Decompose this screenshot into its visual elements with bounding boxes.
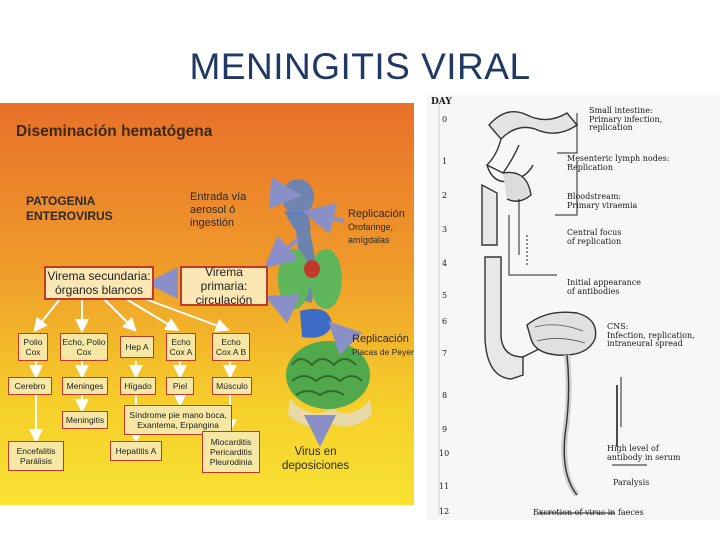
virus-line2: deposiciones xyxy=(282,460,350,472)
bloodstream-line2: Primary viraemia xyxy=(567,200,638,210)
bloodstream-line1: Bloodstream: xyxy=(567,192,622,201)
small-intestine-line2: Primary infection, xyxy=(589,114,663,124)
excretion-label: Excretion of virus in faeces xyxy=(533,508,644,517)
hep-a-box: Hep A xyxy=(120,336,154,358)
day-6: 6 xyxy=(442,317,448,326)
pathogenesis-diagram: Diseminación hematógena PATOGENIA ENTERO… xyxy=(0,103,414,505)
meningitis-box: Meningitis xyxy=(62,411,108,429)
day-7: 7 xyxy=(442,349,448,358)
primary-viremia-box: Virema primaria: circulación xyxy=(180,265,268,307)
high-antibody-label: High level of antibody in serum xyxy=(607,444,681,462)
paralysis-label: Paralysis xyxy=(613,478,650,487)
pathogenesis-line2: ENTEROVIRUS xyxy=(26,209,113,223)
virus-feces-label: Virus en deposiciones xyxy=(282,445,349,473)
replication-top-sub2: amígdalas xyxy=(348,235,390,245)
echo-cox-a-box: Echo Cox A xyxy=(166,333,196,361)
cns-line3: intraneural spread xyxy=(607,339,683,348)
high-line1: High level of xyxy=(607,444,659,453)
central-line1: Central focus xyxy=(567,228,622,237)
mesenteric-line1: Mesenteric lymph nodes: xyxy=(567,154,670,163)
day-10: 10 xyxy=(439,449,450,458)
small-intestine-line1: Small intestine: xyxy=(589,106,653,115)
echo-cox-ab-box: Echo Cox A B xyxy=(212,333,250,361)
page-title: MENINGITIS VIRAL xyxy=(189,46,531,87)
day-2: 2 xyxy=(442,191,448,200)
meninges-box: Meninges xyxy=(62,377,108,395)
cns-label: CNS: Infection, replication, intraneural… xyxy=(607,322,695,349)
replication-peyer-label: Replicación Placas de Peyer xyxy=(352,333,414,359)
pathogenesis-line1: PATOGENIA xyxy=(26,194,96,208)
cns-line1: CNS: xyxy=(607,322,629,331)
mesenteric-line2: Replication xyxy=(567,162,613,172)
timeline-graphics xyxy=(438,103,647,515)
day-3: 3 xyxy=(442,225,448,234)
pathogenesis-label: PATOGENIA ENTEROVIRUS xyxy=(26,194,113,224)
piel-box: Piel xyxy=(166,377,194,395)
encefalitis-box: Encefalitis Parálisis xyxy=(8,441,64,471)
day-9: 9 xyxy=(442,425,448,434)
high-line2: antibody in serum xyxy=(607,452,681,462)
polio-cox-box: Polio Cox xyxy=(18,333,48,361)
virus-line1: Virus en xyxy=(294,446,337,458)
antibodies-label: Initial appearance of antibodies xyxy=(567,278,641,296)
secondary-viremia-line2: órganos blancos xyxy=(54,283,144,297)
initial-line1: Initial appearance xyxy=(567,278,641,287)
timeline-diagram: DAY 0 1 2 3 4 5 6 7 8 9 10 11 12 Small i… xyxy=(427,95,720,520)
day-4: 4 xyxy=(442,259,448,268)
higado-box: Hígado xyxy=(120,377,156,395)
replication-bottom-title: Replicación xyxy=(352,333,409,345)
entry-label: Entrada vía aerosol ó ingestión xyxy=(190,191,246,230)
small-intestine-line3: replication xyxy=(589,123,633,132)
day-11: 11 xyxy=(439,482,450,491)
musculo-box: Músculo xyxy=(212,377,252,395)
sindrome-box: Síndrome pie mano boca, Exantema, Erpang… xyxy=(124,405,232,435)
timeline-arrows xyxy=(508,113,647,514)
entry-line3: ingestión xyxy=(190,217,235,229)
central-line2: of replication xyxy=(567,236,622,246)
primary-viremia-line2: circulación xyxy=(195,293,253,307)
day-header: DAY xyxy=(431,97,452,107)
cns-line2: Infection, replication, xyxy=(607,330,695,340)
replication-top-sub1: Orofaringe, xyxy=(348,222,394,232)
bloodstream-label: Bloodstream: Primary viraemia xyxy=(567,192,638,210)
primary-viremia-line1: Virema primaria: xyxy=(200,265,248,293)
mesenteric-label: Mesenteric lymph nodes: Replication xyxy=(567,154,670,172)
small-intestine-label: Small intestine: Primary infection, repl… xyxy=(589,106,663,133)
secondary-viremia-box: Virema secundaria: órganos blancos xyxy=(44,266,154,300)
pathogenesis-graphics xyxy=(29,177,372,447)
central-focus-label: Central focus of replication xyxy=(567,228,622,246)
replication-bottom-sub: Placas de Peyer xyxy=(352,347,414,357)
echo-polio-cox-box: Echo, Polio Cox xyxy=(60,333,108,361)
panel-heading: Diseminación hematógena xyxy=(16,123,213,140)
day-1: 1 xyxy=(442,157,448,166)
day-12: 12 xyxy=(439,507,450,516)
secondary-viremia-line1: Virema secundaria: xyxy=(47,269,151,283)
entry-line2: aerosol ó xyxy=(190,204,236,216)
day-5: 5 xyxy=(442,291,448,300)
hepatitis-box: Hepatitis A xyxy=(110,441,162,461)
replication-top-title: Replicación xyxy=(348,208,405,220)
initial-line2: of antibodies xyxy=(567,286,620,296)
cerebro-box: Cerebro xyxy=(8,377,52,395)
miocarditis-box: Miocarditis Pericarditis Pleurodinia xyxy=(202,431,260,473)
day-8: 8 xyxy=(442,391,448,400)
entry-line1: Entrada vía xyxy=(190,191,247,203)
intestine-drawing xyxy=(481,111,597,497)
replication-oropharynx-label: Replicación Orofaringe, amígdalas xyxy=(348,208,405,247)
day-0: 0 xyxy=(442,115,448,124)
